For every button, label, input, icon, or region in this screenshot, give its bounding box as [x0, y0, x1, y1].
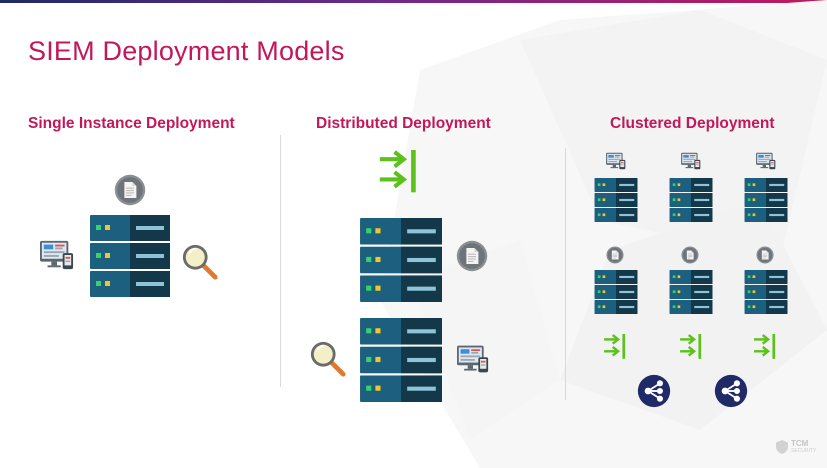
- top-accent-bar: [0, 0, 827, 3]
- ingest-arrows-icon: [679, 334, 706, 361]
- ingest-arrows-icon: [603, 334, 630, 361]
- server-icon: [592, 178, 640, 222]
- share-icon: [637, 374, 671, 408]
- column-divider-left: [280, 135, 281, 387]
- server-icon: [360, 318, 442, 402]
- server-icon: [742, 178, 790, 222]
- ingest-arrows-icon: [753, 334, 780, 361]
- server-icon: [742, 270, 790, 314]
- brand-name: TCM: [791, 439, 809, 448]
- ingest-arrows-icon: [378, 150, 424, 196]
- server-icon: [90, 215, 170, 297]
- monitor-icon: [605, 151, 627, 171]
- brand-logo: TCM SECURITY: [776, 440, 816, 454]
- brand-sub: SECURITY: [791, 448, 817, 454]
- monitor-icon: [680, 151, 702, 171]
- server-icon: [360, 218, 442, 302]
- document-icon: [681, 246, 699, 264]
- share-icon: [714, 374, 748, 408]
- clustered-heading: Clustered Deployment: [610, 115, 775, 132]
- magnifier-icon: [309, 340, 347, 378]
- document-icon: [756, 246, 774, 264]
- monitor-icon: [755, 151, 777, 171]
- server-icon: [592, 270, 640, 314]
- monitor-icon: [38, 238, 76, 272]
- slide-title: SIEM Deployment Models: [28, 36, 345, 66]
- distributed-heading: Distributed Deployment: [316, 115, 491, 132]
- single-instance-heading: Single Instance Deployment: [28, 115, 235, 132]
- magnifier-icon: [181, 243, 219, 281]
- server-icon: [667, 270, 715, 314]
- monitor-icon: [455, 343, 491, 375]
- document-icon: [456, 240, 488, 272]
- shield-icon: [776, 440, 788, 454]
- document-icon: [114, 174, 146, 206]
- column-divider-right: [565, 148, 566, 400]
- server-icon: [667, 178, 715, 222]
- document-icon: [606, 246, 624, 264]
